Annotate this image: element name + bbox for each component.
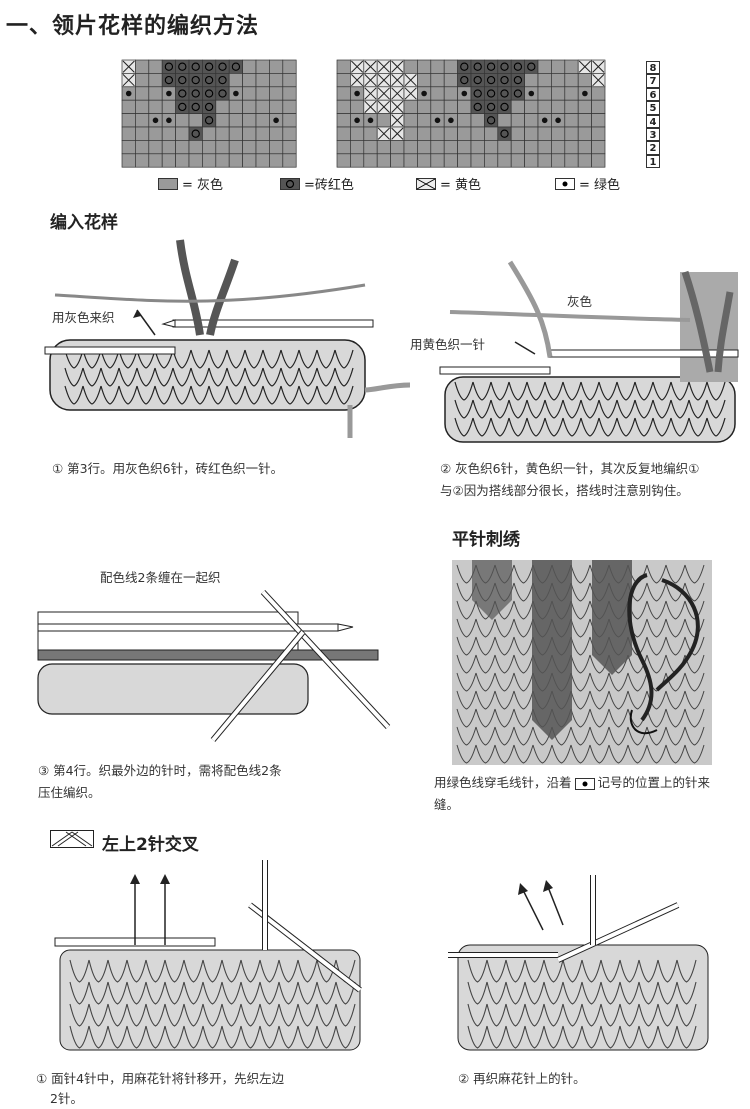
caption-cable-step1-line1: ① 面针4针中，用麻花针将针移开，先织左边 — [36, 1071, 285, 1086]
legend-yellow-label: = 黄色 — [440, 178, 482, 193]
legend-yellow: = 黄色 — [416, 174, 481, 193]
legend-green: = 绿色 — [555, 174, 620, 193]
caption-step2-line2: 与②因为搭线部分很长，搭线时注意别钩住。 — [440, 483, 689, 498]
gray-square-icon — [158, 177, 178, 190]
page-title: 一、领片花样的编织方法 — [6, 14, 260, 39]
legend-gray-label: = 灰色 — [182, 178, 224, 193]
row-number: 5 — [646, 101, 660, 115]
row-number: 8 — [646, 61, 660, 75]
section-heading-insert-pattern: 编入花样 — [50, 213, 118, 233]
row-number: 1 — [646, 154, 660, 169]
caption-cable-step1-line2: 2针。 — [50, 1091, 83, 1106]
legend-green-label: = 绿色 — [579, 178, 621, 193]
row-number: 4 — [646, 114, 660, 128]
label-gray: 灰色 — [567, 294, 593, 309]
green-dot-icon — [555, 177, 575, 190]
legend-brick-red: =砖红色 — [280, 174, 354, 193]
label-use-gray: 用灰色来织 — [52, 310, 115, 325]
yellow-cross-icon — [416, 177, 436, 190]
row-number: 3 — [646, 127, 660, 142]
caption-step3-line1: ③ 第4行。织最外边的针时，需将配色线2条 — [38, 763, 282, 778]
row-number: 7 — [646, 74, 660, 88]
caption-cable-step2: ② 再织麻花针上的针。 — [458, 1071, 586, 1086]
knitting-illustration-step3 — [37, 589, 391, 742]
cable-illustration-step2 — [448, 875, 709, 1051]
cable-symbol-icon — [50, 830, 94, 848]
caption-step1: ① 第3行。用灰色织6针，砖红色织一针。 — [52, 461, 284, 476]
label-use-yellow: 用黄色织一针 — [410, 337, 486, 352]
knitting-illustration-step2 — [439, 260, 739, 443]
caption-embroidery-text: 用绿色线穿毛线针，沿着 — [434, 775, 572, 790]
label-two-strands: 配色线2条缠在一起织 — [100, 570, 221, 585]
embroidery-illustration — [452, 560, 712, 765]
knitting-illustration-step1 — [44, 239, 411, 438]
green-dot-icon — [574, 777, 595, 790]
caption-step2-line1: ② 灰色织6针，黄色织一针，其次反复地编织① — [440, 461, 700, 476]
caption-embroidery-line2: 缝。 — [434, 797, 460, 812]
colorwork-chart — [121, 59, 606, 168]
brick-red-circle-icon — [280, 177, 300, 190]
caption-embroidery-line1: 用绿色线穿毛线针，沿着 记号的位置上的针来 — [434, 772, 710, 793]
cable-illustration-step1 — [54, 860, 362, 1051]
row-number: 6 — [646, 87, 660, 102]
section-heading-cable: 左上2针交叉 — [102, 835, 199, 855]
caption-step3-line2: 压住编织。 — [38, 785, 101, 800]
legend-brick-red-label: =砖红色 — [304, 178, 354, 193]
section-heading-embroidery: 平针刺绣 — [452, 530, 520, 550]
row-number: 2 — [646, 141, 660, 155]
legend-gray: = 灰色 — [158, 174, 223, 193]
caption-embroidery-text-end: 记号的位置上的针来 — [597, 775, 711, 790]
